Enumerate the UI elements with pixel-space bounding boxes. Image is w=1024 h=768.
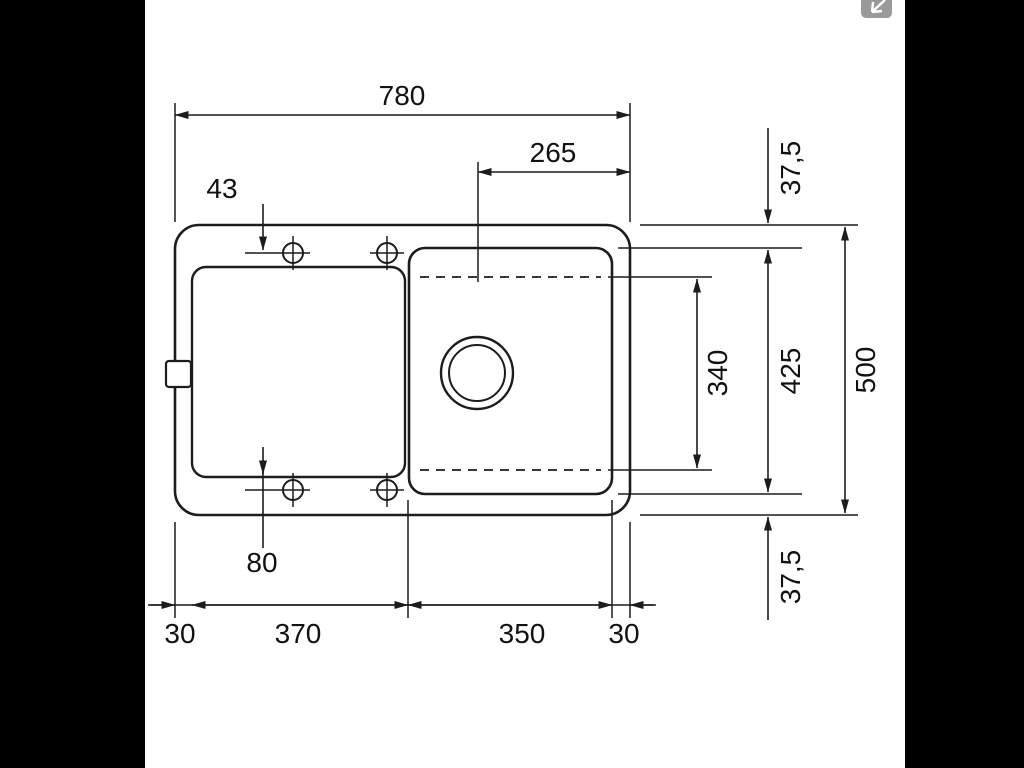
dim-drain-to-right-label: 265 <box>530 137 577 168</box>
drainer-board <box>190 265 407 479</box>
dim-overall-depth: 500 <box>841 226 881 514</box>
dim-bowl-outer-length: 425 <box>764 249 806 493</box>
dim-overall-width: 780 <box>174 80 631 119</box>
dim-drainer-width-label: 370 <box>275 618 322 649</box>
dim-bottom-chain: 30 370 350 30 <box>148 601 656 649</box>
sink-technical-drawing: 780 265 43 80 37,5 <box>148 0 892 649</box>
dim-top-holes-offset: 43 <box>206 173 267 251</box>
waste-drain <box>439 335 515 411</box>
dim-bottom-holes-offset-label: 80 <box>246 547 277 578</box>
dim-right-margin-label: 30 <box>608 618 639 649</box>
dim-bowl-outer-length-label: 425 <box>775 348 806 395</box>
dim-bottom-holes-offset: 80 <box>246 447 278 578</box>
main-bowl <box>407 246 614 496</box>
dim-bowl-inner-length: 340 <box>693 278 733 469</box>
dim-top-holes-offset-label: 43 <box>206 173 237 204</box>
extension-lines <box>174 103 858 618</box>
dim-top-margin-label: 37,5 <box>775 141 806 196</box>
tap-hole-bottom-left <box>276 473 310 507</box>
tap-hole-bottom-right <box>370 473 404 507</box>
letterbox-right <box>905 0 1024 768</box>
dim-top-margin: 37,5 <box>764 128 806 224</box>
tap-hole-top-left <box>276 236 310 270</box>
tap-hole-top-right <box>370 236 404 270</box>
letterbox-left <box>0 0 145 768</box>
dim-overall-depth-label: 500 <box>850 347 881 394</box>
dim-bowl-inner-length-label: 340 <box>702 350 733 397</box>
dim-bottom-margin-label: 37,5 <box>775 550 806 605</box>
dim-bottom-margin: 37,5 <box>764 516 806 620</box>
dim-overall-width-label: 780 <box>379 80 426 111</box>
dim-bowl-width-label: 350 <box>499 618 546 649</box>
overflow-slot <box>164 359 193 389</box>
dim-drain-to-right: 265 <box>477 137 631 176</box>
drawing-canvas: 780 265 43 80 37,5 <box>145 0 905 768</box>
dim-left-margin-label: 30 <box>164 618 195 649</box>
resize-icon[interactable] <box>861 0 892 18</box>
